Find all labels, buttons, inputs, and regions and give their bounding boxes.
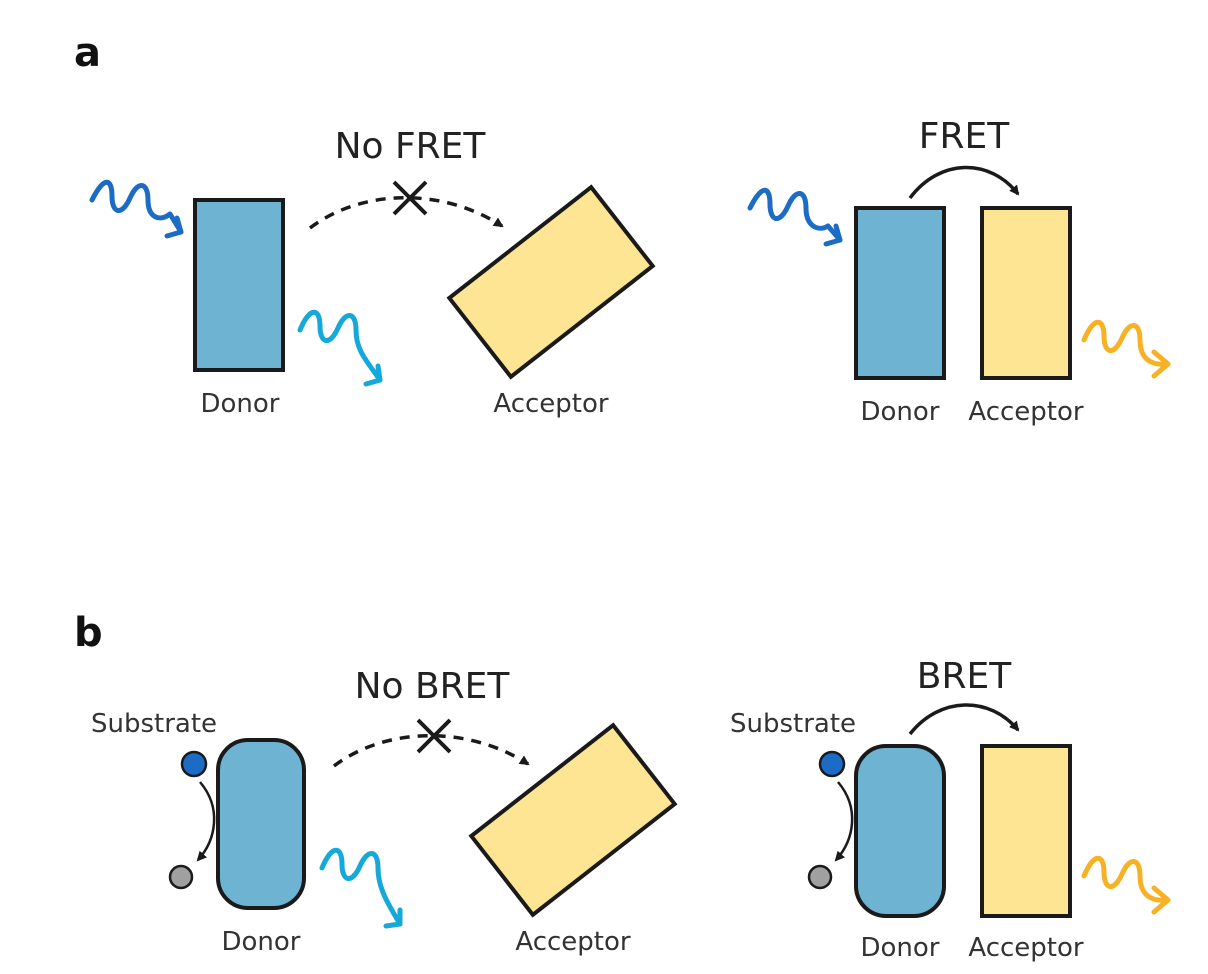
blocked-cross-icon [416, 718, 452, 754]
panel-b-letter: b [74, 610, 103, 656]
excitation-wave-icon [747, 187, 843, 247]
panel-a-letter: a [74, 30, 101, 76]
acceptor-label: Acceptor [968, 933, 1084, 963]
donor-emission-wave-icon [319, 847, 403, 929]
donor-luciferase [216, 738, 306, 910]
substrate-conversion-arrow [834, 781, 854, 862]
no-transfer-arrow [308, 195, 504, 230]
acceptor-label: Acceptor [968, 397, 1084, 427]
acceptor-box [980, 206, 1072, 380]
donor-luciferase [854, 744, 946, 918]
product-dot [168, 864, 194, 890]
donor-box [854, 206, 946, 380]
acceptor-box [468, 722, 678, 918]
donor-label: Donor [860, 397, 939, 427]
substrate-dot [180, 750, 208, 778]
donor-label: Donor [200, 389, 279, 419]
no-bret-label: No BRET [355, 666, 511, 707]
energy-transfer-arrow [908, 703, 1020, 736]
acceptor-label: Acceptor [515, 927, 631, 957]
substrate-label: Substrate [730, 709, 856, 739]
energy-transfer-arrow [908, 165, 1020, 200]
bret-label: BRET [917, 656, 1012, 697]
acceptor-box [446, 184, 656, 380]
blocked-cross-icon [392, 180, 428, 216]
donor-box [193, 198, 285, 372]
no-transfer-arrow [332, 733, 530, 768]
acceptor-emission-wave-icon [1081, 855, 1171, 915]
product-dot [807, 864, 833, 890]
donor-emission-wave-icon [297, 309, 383, 387]
acceptor-label: Acceptor [493, 389, 609, 419]
no-fret-label: No FRET [335, 126, 487, 167]
substrate-conversion-arrow [196, 781, 216, 862]
fret-label: FRET [919, 116, 1010, 157]
acceptor-emission-wave-icon [1081, 319, 1171, 379]
substrate-dot [818, 750, 846, 778]
substrate-label: Substrate [91, 709, 217, 739]
excitation-wave-icon [89, 179, 184, 239]
donor-label: Donor [221, 927, 300, 957]
donor-label: Donor [860, 933, 939, 963]
acceptor-box [980, 744, 1072, 918]
